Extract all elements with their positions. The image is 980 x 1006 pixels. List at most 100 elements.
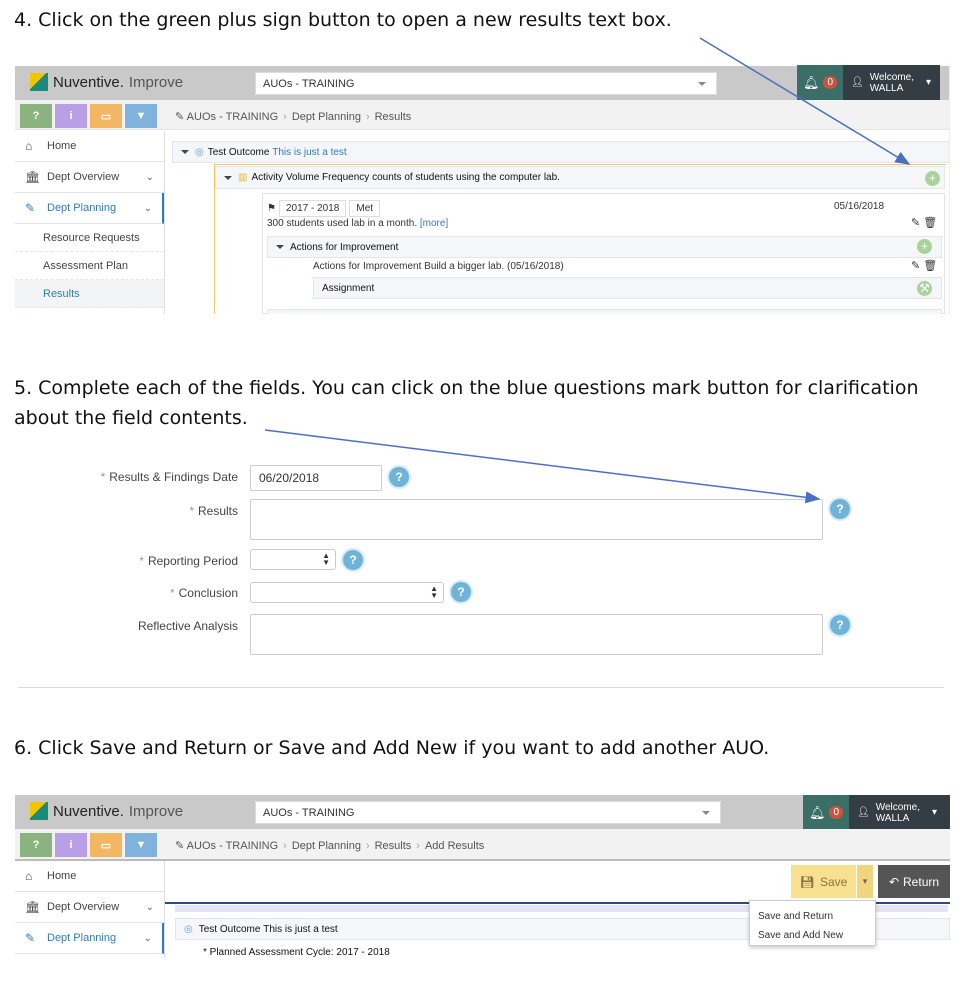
help-button-reflective[interactable]: ? xyxy=(830,615,850,635)
sidebar-item-resource-requests[interactable]: Resource Requests xyxy=(15,224,164,252)
save-button[interactable]: 💾︎Save xyxy=(791,865,856,898)
help-button-conclusion[interactable]: ? xyxy=(451,582,471,602)
result-date: 05/16/2018 xyxy=(834,201,885,212)
results-date-input[interactable]: 06/20/2018 xyxy=(250,465,382,491)
result-text: 300 students used lab in a month. xyxy=(267,218,418,229)
unit-select[interactable]: AUOs - TRAINING xyxy=(255,72,717,95)
sidebar-item-results[interactable]: Results xyxy=(15,280,164,308)
trash-icon[interactable]: 🗑︎ xyxy=(923,217,938,229)
app-header: Nuventive.Improve AUOs - TRAINING xyxy=(15,795,950,829)
nav-label: Home xyxy=(47,870,77,882)
sidebar-item-home[interactable]: ⌂ Home xyxy=(15,131,164,162)
save-label: Save xyxy=(819,874,848,889)
bell-icon: 🔔︎ xyxy=(808,804,826,820)
breadcrumb-item[interactable]: Dept Planning xyxy=(291,840,361,852)
notifications-button[interactable]: 🔔︎0 xyxy=(803,795,849,830)
user-menu[interactable]: 👤︎Welcome,WALLA▾ xyxy=(849,795,950,830)
required-mark: * xyxy=(189,504,194,518)
save-dropdown-toggle[interactable]: ▾ xyxy=(857,865,873,898)
menu-item-save-and-return[interactable]: Save and Return xyxy=(758,911,834,922)
sidebar-item-dept-planning[interactable]: ✎Dept Planning⌄ xyxy=(15,923,164,954)
sidebar-item-dept-overview[interactable]: 🏛︎Dept Overview⌄ xyxy=(15,162,164,193)
pencil-icon: ✎ xyxy=(175,840,185,852)
info-button[interactable]: i xyxy=(55,833,87,857)
app-header: Nuventive.Improve AUOs - TRAINING xyxy=(15,66,949,100)
chevron-down-icon xyxy=(698,82,706,90)
nav-label: Home xyxy=(47,140,77,152)
edit-icon[interactable]: ✎ xyxy=(911,217,921,229)
save-dropdown-menu: Save and Return Save and Add New xyxy=(749,900,876,946)
filter-button[interactable]: ▼ xyxy=(125,833,157,857)
user-menu[interactable]: 👤︎Welcome,WALLA▾ xyxy=(843,65,940,100)
edit-icon[interactable]: ✎ xyxy=(911,260,921,272)
chevron-down-icon: ⌄ xyxy=(143,932,152,944)
notes-button[interactable]: ▭ xyxy=(90,833,122,857)
breadcrumb: ✎ AUOs - TRAINING›Dept Planning›Results›… xyxy=(175,840,485,852)
screenshot-add-results: Nuventive.Improve AUOs - TRAINING 🔔︎0 👤︎… xyxy=(15,793,950,958)
breadcrumb-item[interactable]: AUOs - TRAINING xyxy=(186,840,279,852)
conclusion-label: *Conclusion xyxy=(8,586,238,600)
label-text: Conclusion xyxy=(178,586,238,600)
breadcrumb-item[interactable]: Add Results xyxy=(424,840,485,852)
assignment-row[interactable]: Assignment xyxy=(313,277,942,299)
bell-icon: 🔔︎ xyxy=(802,74,820,90)
outcome-row[interactable]: ◎Test Outcome This is just a test xyxy=(172,141,949,163)
required-mark: * xyxy=(100,470,106,484)
breadcrumb-item[interactable]: Results xyxy=(374,840,412,852)
reporting-period-select[interactable]: ▲▼ xyxy=(250,549,336,570)
nav-label: Results xyxy=(43,287,80,300)
outcome-text: This is just a test xyxy=(263,923,338,935)
label-text: Results & Findings Date xyxy=(109,470,238,484)
filter-button[interactable]: ▼ xyxy=(125,104,157,128)
wrench-button[interactable]: ⚒ xyxy=(917,281,932,296)
actions-row[interactable]: Actions for Improvement xyxy=(267,236,942,258)
logo: Nuventive.Improve xyxy=(30,802,183,820)
notifications-button[interactable]: 🔔︎0 xyxy=(797,65,843,100)
pencil-icon: ✎ xyxy=(25,201,36,215)
reflective-analysis-textarea[interactable] xyxy=(250,614,823,655)
outcome-label: Test Outcome xyxy=(207,146,270,158)
quick-buttons: ? i ▭ ▼ xyxy=(20,104,157,128)
user-name: WALLA xyxy=(875,812,910,824)
help-button[interactable]: ? xyxy=(20,833,52,857)
breadcrumb: ✎ AUOs - TRAINING›Dept Planning›Results xyxy=(175,111,412,123)
sidebar-item-home[interactable]: ⌂Home xyxy=(15,861,164,892)
add-result-button[interactable]: + xyxy=(925,171,940,186)
chevron-down-icon: ⌄ xyxy=(145,901,154,913)
menu-item-save-and-add-new[interactable]: Save and Add New xyxy=(758,930,844,941)
unit-select[interactable]: AUOs - TRAINING xyxy=(255,801,721,824)
logo-mark-icon xyxy=(30,802,48,820)
breadcrumb-item[interactable]: AUOs - TRAINING xyxy=(186,111,279,123)
nav-label: Dept Planning xyxy=(47,202,117,214)
help-button[interactable]: ? xyxy=(20,104,52,128)
sidebar: ⌂Home 🏛︎Dept Overview⌄ ✎Dept Planning⌄ xyxy=(15,861,165,958)
updown-icon: ▲▼ xyxy=(430,584,438,600)
notes-button[interactable]: ▭ xyxy=(90,104,122,128)
flag-icon: ⚑ xyxy=(267,203,276,214)
outcome-label: Test Outcome xyxy=(198,923,261,935)
home-icon: ⌂ xyxy=(25,139,33,153)
conclusion-select[interactable]: ▲▼ xyxy=(250,582,444,603)
sidebar-item-dept-planning[interactable]: ✎Dept Planning⌄ xyxy=(15,193,164,224)
date-label: *Results & Findings Date xyxy=(8,470,238,484)
pencil-icon: ✎ xyxy=(25,931,36,945)
breadcrumb-item[interactable]: Results xyxy=(374,111,412,123)
sidebar-item-dept-overview[interactable]: 🏛︎Dept Overview⌄ xyxy=(15,892,164,923)
info-button[interactable]: i xyxy=(55,104,87,128)
help-button-period[interactable]: ? xyxy=(343,550,363,570)
return-button[interactable]: ↶Return xyxy=(878,865,950,898)
add-action-button[interactable]: + xyxy=(917,239,932,254)
help-button-date[interactable]: ? xyxy=(389,467,409,487)
breadcrumb-item[interactable]: Dept Planning xyxy=(291,111,361,123)
more-link[interactable]: [more] xyxy=(419,218,449,229)
help-button-results[interactable]: ? xyxy=(830,499,850,519)
sidebar-item-assessment-plan[interactable]: Assessment Plan xyxy=(15,252,164,280)
actions-header: Actions for Improvement xyxy=(290,241,399,253)
caret-down-icon: ▾ xyxy=(925,77,932,88)
measure-row[interactable]: ▥Activity Volume Frequency counts of stu… xyxy=(215,166,945,189)
results-textarea[interactable] xyxy=(250,499,823,540)
quick-buttons: ? i ▭ ▼ xyxy=(20,833,157,857)
trash-icon[interactable]: 🗑︎ xyxy=(923,260,938,272)
filter-icon: ▼ xyxy=(135,110,147,122)
bar-chart-icon: ▥ xyxy=(238,172,248,183)
